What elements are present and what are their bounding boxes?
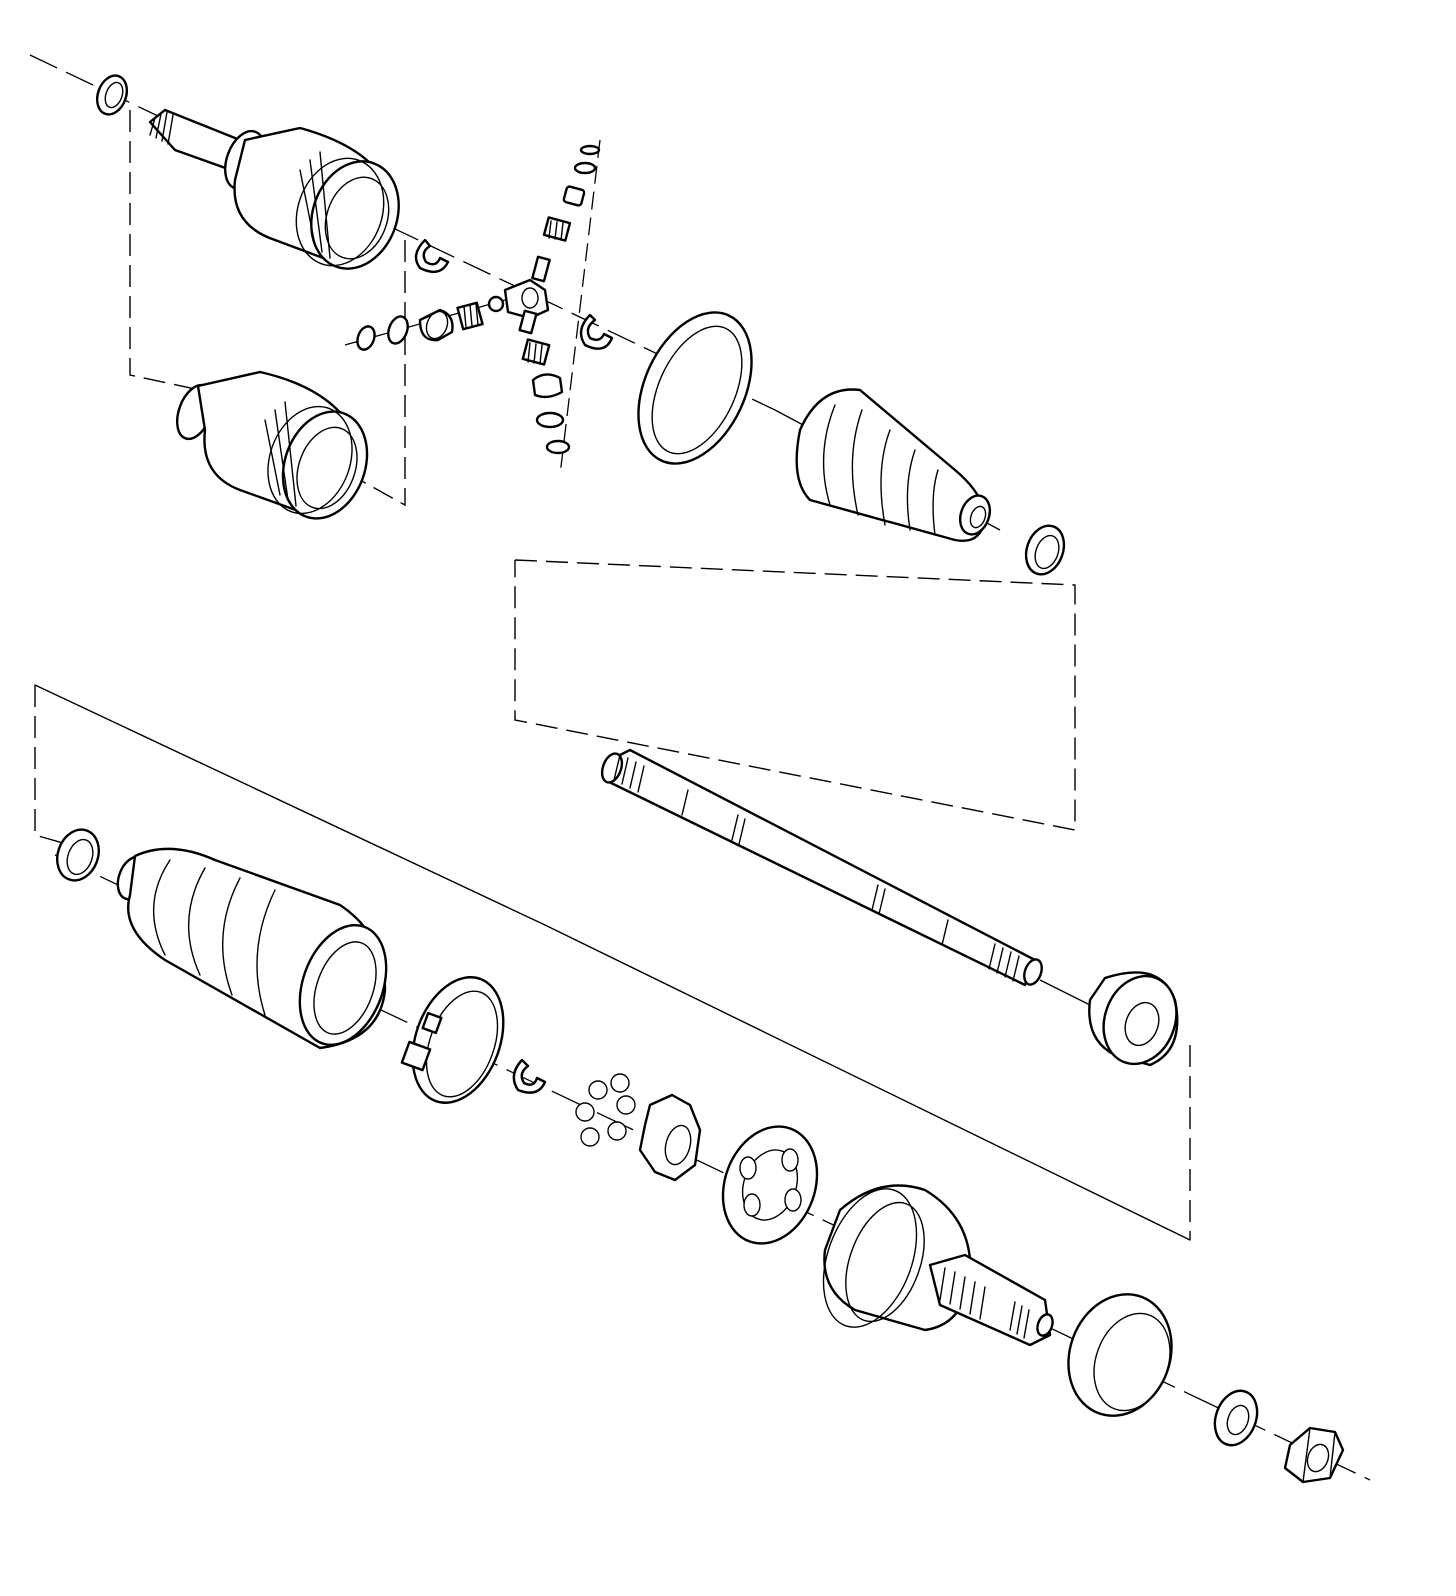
inner-joint-boot (795, 388, 992, 542)
boot-clamp-large-lower (400, 976, 505, 1104)
circlip-upper-left (95, 74, 129, 116)
support-bearing (1088, 971, 1179, 1067)
bracket-lower-diagonal (544, 924, 1191, 1241)
cv-inner-race (638, 1093, 702, 1182)
circlip-lower (512, 1058, 547, 1094)
spider-bearing-stack-top (542, 144, 601, 242)
hub-nut (1283, 1426, 1345, 1484)
bracket-shaft-upper (514, 559, 1076, 831)
spider-bearing-stack-bottom (521, 338, 571, 455)
boot-clamp-upper (1024, 524, 1066, 576)
shaft-spline-left (613, 754, 645, 793)
inner-joint-housing-upper (148, 108, 400, 270)
abs-tone-ring-upper (637, 311, 753, 465)
circlip-upper-mid (414, 238, 450, 274)
outer-joint-boot (116, 847, 388, 1050)
inner-joint-housing-lower (175, 370, 369, 520)
bracket-right-upper (359, 240, 406, 507)
upper-axis-line (29, 54, 776, 411)
dust-shield (1067, 1293, 1173, 1417)
spider-axis-line (559, 139, 601, 476)
bracket-boot-left (34, 685, 71, 846)
bracket-top-diagonal (34, 684, 546, 926)
cv-balls (575, 1073, 636, 1147)
spider-bearing-stack-left (356, 301, 484, 351)
housing-grooves-upper (299, 151, 331, 259)
hub-washer (1213, 1389, 1259, 1447)
cv-ball-cage (721, 1125, 819, 1245)
boot-clamp-small-lower (56, 828, 100, 882)
stub-thread (1009, 1301, 1030, 1339)
intermediate-shaft (600, 748, 1043, 987)
bracket-left-upper (129, 110, 201, 391)
outer-joint-housing (822, 1184, 1054, 1347)
circlip-spider-right (579, 313, 614, 350)
shaft-spline-right (988, 943, 1020, 982)
spline-teeth-upper (149, 111, 174, 145)
alignment-brackets (34, 110, 1191, 1241)
stub-spline (939, 1267, 986, 1320)
tripod-spider (487, 255, 551, 335)
axis-lines (29, 54, 1371, 1481)
